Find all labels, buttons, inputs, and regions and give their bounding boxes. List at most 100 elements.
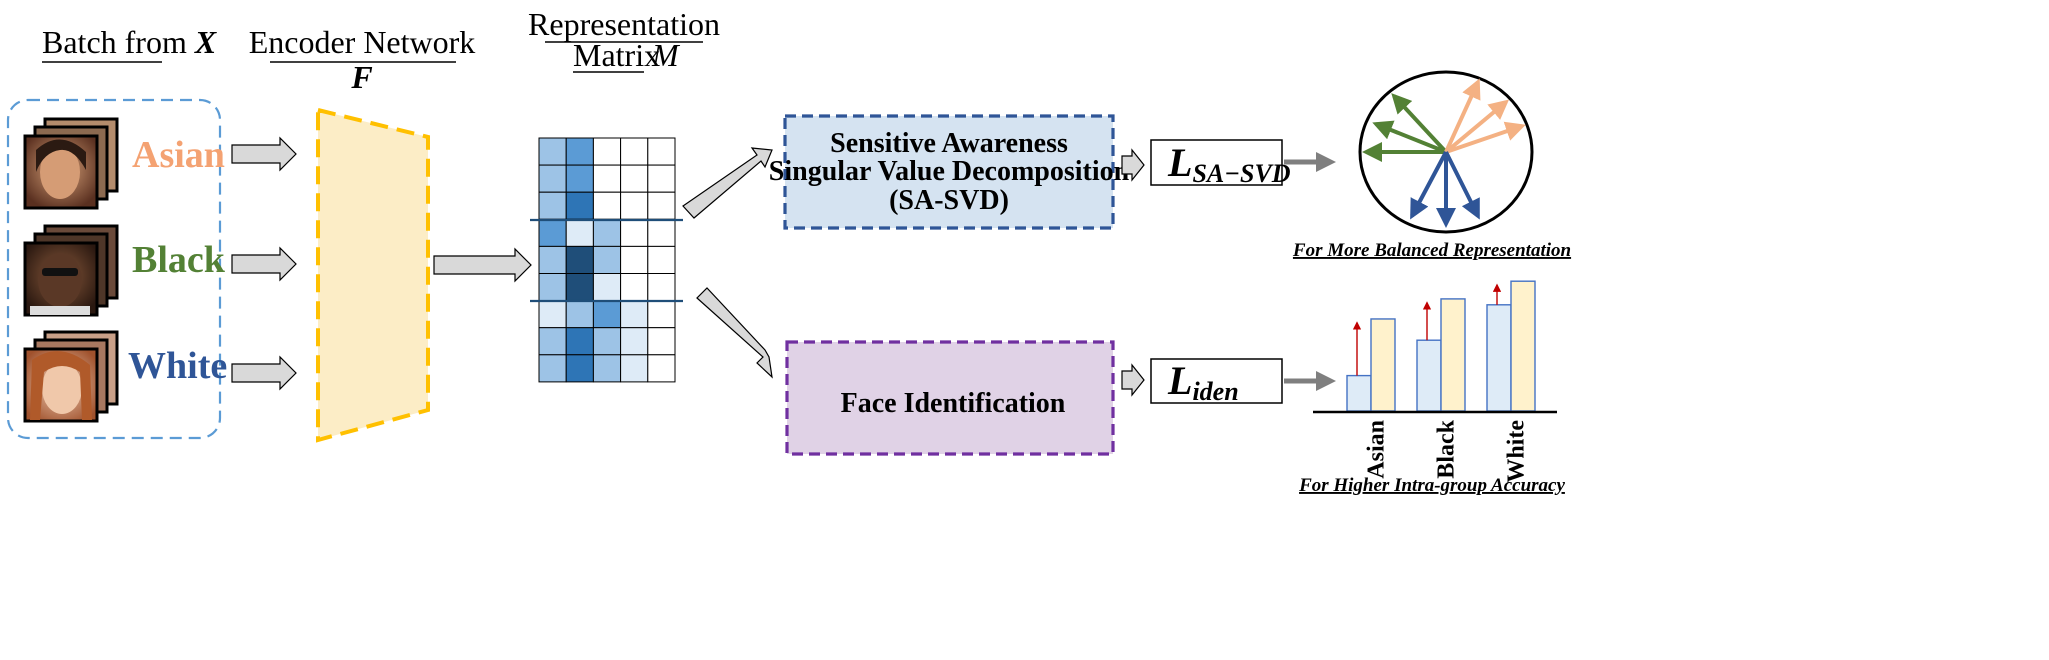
matrix-cell bbox=[565, 354, 594, 383]
matrix-cell bbox=[592, 300, 622, 329]
matrix-cell bbox=[565, 300, 594, 329]
white-face-stack bbox=[23, 330, 119, 423]
matrix-cell bbox=[592, 218, 622, 247]
matrix-cell bbox=[592, 164, 622, 193]
tick-label-black: Black bbox=[1433, 419, 1459, 478]
black-label: Black bbox=[132, 239, 226, 281]
caption-accuracy: For Higher Intra-group Accuracy bbox=[1298, 475, 1565, 496]
encoder-variable: F bbox=[350, 59, 372, 95]
arrow-face-id-to-loss bbox=[1121, 363, 1145, 397]
blue-vectors bbox=[1410, 151, 1480, 228]
asian-face-stack bbox=[23, 117, 119, 210]
loss-iden-subscript: iden bbox=[1192, 377, 1238, 406]
matrix-cell bbox=[620, 300, 649, 329]
matrix-cell bbox=[538, 245, 567, 274]
bar-before-asian bbox=[1346, 374, 1372, 412]
accuracy-bar-chart: Asian Black White bbox=[1346, 280, 1536, 483]
matrix-header-line2: Matrix bbox=[573, 37, 660, 73]
bar-before-white bbox=[1486, 304, 1512, 412]
arrow-encoder-to-matrix bbox=[433, 247, 532, 283]
matrix-cell bbox=[565, 327, 594, 356]
encoder-header-text: Encoder Network bbox=[249, 24, 476, 60]
matrix-cell bbox=[620, 218, 649, 247]
matrix-cell bbox=[592, 273, 622, 302]
loss-iden-symbol: L bbox=[1167, 358, 1192, 403]
sa-svd-line3: (SA-SVD) bbox=[889, 185, 1009, 216]
bar-before-black bbox=[1416, 339, 1442, 412]
tick-label-asian: Asian bbox=[1363, 420, 1389, 479]
matrix-cell bbox=[620, 273, 649, 302]
matrix-cell bbox=[592, 327, 622, 356]
matrix-cell bbox=[565, 218, 594, 247]
matrix-cell bbox=[620, 327, 649, 356]
representation-matrix bbox=[538, 137, 676, 383]
asian-label: Asian bbox=[132, 134, 225, 176]
batch-header-text: Batch from bbox=[42, 24, 187, 60]
matrix-cell bbox=[620, 354, 649, 383]
encoder-network bbox=[316, 107, 430, 443]
matrix-cell bbox=[647, 245, 676, 274]
matrix-cell bbox=[620, 245, 649, 274]
arrow-batch-to-encoder-2 bbox=[231, 246, 297, 282]
matrix-cell bbox=[538, 273, 567, 302]
sa-svd-box bbox=[783, 114, 1115, 230]
matrix-cell bbox=[620, 164, 649, 193]
bar-after-white bbox=[1510, 280, 1536, 412]
matrix-cell bbox=[565, 273, 594, 302]
sa-svd-line1: Sensitive Awareness bbox=[830, 128, 1068, 159]
tick-label-white: White bbox=[1503, 420, 1529, 483]
batch-variable: X bbox=[194, 24, 217, 60]
green-vectors bbox=[1362, 93, 1448, 162]
loss-sa-svd-symbol: L bbox=[1167, 140, 1192, 185]
matrix-header: Representation Matrix M bbox=[528, 6, 720, 73]
bar-after-asian bbox=[1370, 318, 1396, 412]
matrix-cell bbox=[647, 327, 676, 356]
bar-after-black bbox=[1440, 298, 1466, 412]
matrix-variable: M bbox=[651, 37, 681, 73]
matrix-cell bbox=[647, 164, 676, 193]
encoder-header: Encoder Network F bbox=[249, 24, 476, 95]
caption-balanced: For More Balanced Representation bbox=[1292, 240, 1571, 261]
matrix-cell bbox=[647, 300, 676, 329]
matrix-cell bbox=[538, 354, 567, 383]
matrix-cell bbox=[647, 273, 676, 302]
matrix-cell bbox=[647, 218, 676, 247]
matrix-cell bbox=[538, 300, 567, 329]
matrix-cell bbox=[565, 245, 594, 274]
matrix-cell bbox=[538, 218, 567, 247]
matrix-header-line1: Representation bbox=[528, 6, 720, 42]
white-label: White bbox=[128, 345, 227, 387]
loss-sa-svd-subscript: SA−SVD bbox=[1192, 159, 1290, 188]
matrix-cell bbox=[565, 164, 594, 193]
face-identification-box bbox=[785, 340, 1115, 456]
loss-sa-svd-box bbox=[1150, 139, 1283, 186]
loss-iden-box bbox=[1150, 358, 1283, 404]
matrix-cell bbox=[538, 137, 567, 166]
matrix-cell bbox=[592, 354, 622, 383]
arrow-batch-to-encoder-3 bbox=[231, 355, 297, 391]
matrix-cell bbox=[565, 191, 594, 220]
face-identification-label: Face Identification bbox=[841, 388, 1066, 419]
batch-box bbox=[6, 98, 222, 440]
matrix-cell bbox=[592, 191, 622, 220]
matrix-cell bbox=[647, 137, 676, 166]
arrow-matrix-to-sa-svd bbox=[682, 147, 773, 219]
matrix-cell bbox=[592, 245, 622, 274]
matrix-cell bbox=[592, 137, 622, 166]
loss-sa-svd: LSA−SVD bbox=[1167, 140, 1291, 188]
matrix-cell bbox=[538, 327, 567, 356]
matrix-cell bbox=[647, 191, 676, 220]
arrow-batch-to-encoder-1 bbox=[231, 136, 297, 172]
orange-vectors bbox=[1444, 78, 1526, 154]
arrow-matrix-to-face-id bbox=[696, 287, 773, 379]
matrix-cell bbox=[565, 137, 594, 166]
matrix-cell bbox=[538, 164, 567, 193]
batch-header: Batch from X bbox=[42, 24, 217, 63]
matrix-cell bbox=[647, 354, 676, 383]
matrix-cell bbox=[538, 191, 567, 220]
svg-text:Batch from X: Batch from X bbox=[42, 24, 217, 60]
matrix-cell bbox=[620, 137, 649, 166]
arrow-sa-svd-to-loss bbox=[1121, 148, 1145, 182]
sa-svd-line2: Singular Value Decomposition bbox=[769, 156, 1130, 187]
